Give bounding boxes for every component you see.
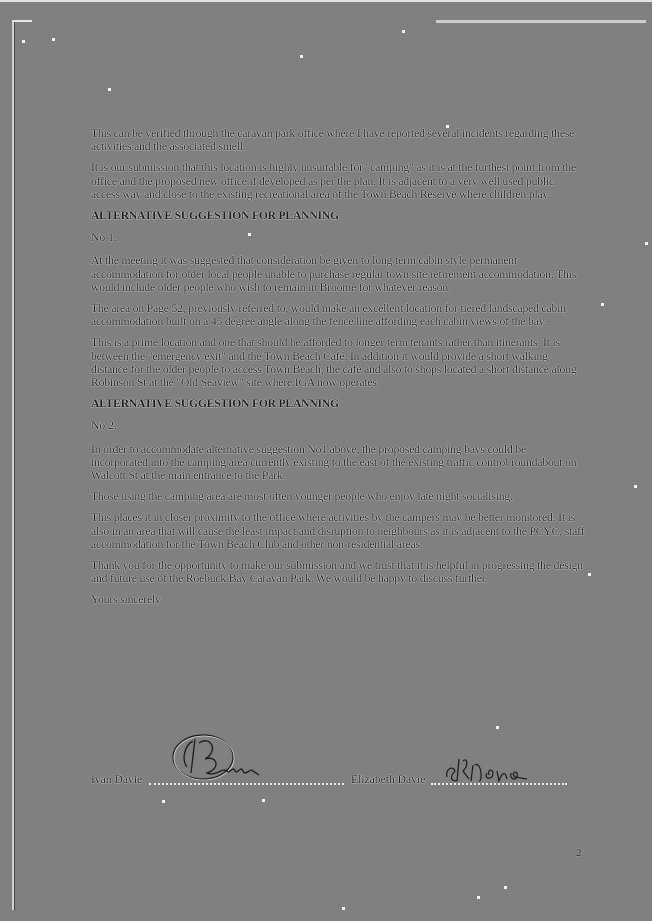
heading-alternative-suggestion-2: ALTERNATIVE SUGGESTION FOR PLANNING bbox=[91, 397, 339, 411]
paragraph-prime-location: This is a prime location and one that sh… bbox=[91, 336, 577, 390]
scan-top-edge bbox=[0, 0, 652, 6]
paragraph-verification: This can be verified through the caravan… bbox=[91, 127, 575, 154]
signature-elizabeth-icon bbox=[446, 758, 528, 784]
scan-speck bbox=[162, 800, 165, 803]
scan-speck bbox=[402, 30, 405, 33]
scan-speck bbox=[588, 573, 591, 576]
signature-ivan-icon bbox=[172, 734, 260, 781]
scan-speck bbox=[262, 799, 265, 802]
signature-line-elizabeth bbox=[431, 783, 567, 785]
subheading-no-1: No 1. bbox=[91, 231, 117, 245]
scan-speck bbox=[22, 40, 25, 43]
paragraph-closer-proximity: This places it in closer proximity to th… bbox=[91, 511, 585, 551]
closing-salutation: Yours sincerely bbox=[91, 593, 161, 607]
scan-top-right-mark bbox=[436, 20, 646, 23]
signatory-name-ivan: Ivan Davie bbox=[91, 773, 143, 786]
signature-block: Ivan Davie Elizabeth Davie bbox=[91, 734, 591, 793]
scan-corner-mark bbox=[12, 20, 32, 22]
paragraph-camping-users: Those using the camping area are most of… bbox=[91, 490, 513, 504]
paragraph-accommodate-camping: In order to accommodate alternative sugg… bbox=[91, 442, 577, 483]
scan-speck bbox=[634, 485, 637, 488]
scan-left-edge bbox=[12, 20, 15, 910]
scan-speck bbox=[477, 896, 480, 899]
scan-speck bbox=[645, 242, 648, 245]
scan-speck bbox=[496, 726, 499, 729]
paragraph-meeting-suggestion: At the meeting it was suggested that con… bbox=[91, 254, 577, 294]
scan-speck bbox=[52, 38, 55, 41]
scan-speck bbox=[342, 907, 345, 910]
paragraph-page-52-area: The area on Page 52, previously referred… bbox=[91, 302, 566, 329]
scan-speck bbox=[504, 886, 507, 889]
scan-speck bbox=[300, 55, 303, 58]
page-number: 2 bbox=[576, 847, 582, 859]
scan-speck bbox=[108, 88, 111, 91]
paragraph-thank-you: Thank you for the opportunity to make ou… bbox=[91, 559, 583, 586]
heading-alternative-suggestion-1: ALTERNATIVE SUGGESTION FOR PLANNING bbox=[91, 209, 339, 223]
signature-line-ivan bbox=[149, 783, 344, 785]
letter-body: This can be verified through the caravan… bbox=[91, 127, 585, 615]
subheading-no-2: No 2. bbox=[91, 419, 117, 433]
scan-speck bbox=[248, 233, 251, 236]
paragraph-submission: It is our submission that this location … bbox=[91, 161, 577, 201]
scan-speck bbox=[601, 303, 604, 306]
scan-speck bbox=[446, 125, 449, 128]
signatory-name-elizabeth: Elizabeth Davie bbox=[351, 773, 426, 786]
